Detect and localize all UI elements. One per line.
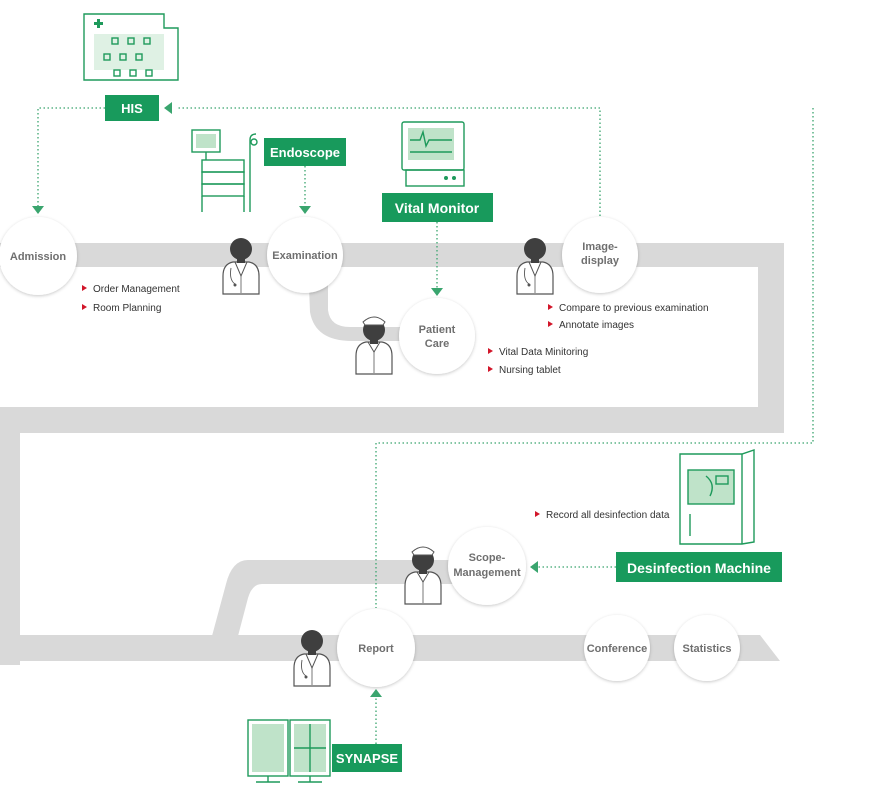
vital-monitor-badge: Vital Monitor: [382, 193, 493, 222]
node-conference-label: Conference: [587, 643, 648, 655]
admission-bullets: Order Management Room Planning: [82, 284, 180, 314]
node-patient-care-label-1: Patient: [419, 324, 456, 336]
node-report-label: Report: [358, 643, 394, 655]
endoscope-badge-label: Endoscope: [270, 145, 340, 160]
image-display-bullets: Compare to previous examination Annotate…: [548, 303, 709, 331]
bullet-marker: [82, 285, 87, 291]
node-image-display-label-2: display: [581, 255, 620, 267]
desinfection-connector: [530, 561, 616, 573]
node-examination: Examination: [267, 217, 343, 293]
bullet-item: Record all desinfection data: [546, 510, 670, 521]
his-connectors: [32, 102, 814, 608]
desinfection-cabinet-icon: [679, 449, 755, 545]
bullet-marker: [548, 321, 553, 327]
bullet-marker: [488, 348, 493, 354]
bullet-item: Annotate images: [559, 320, 634, 331]
endoscope-connector: [299, 166, 311, 214]
node-patient-care: Patient Care: [399, 298, 475, 374]
bullet-marker: [548, 304, 553, 310]
nurse-icon: [404, 546, 442, 605]
bullet-item: Room Planning: [93, 303, 161, 314]
node-report: Report: [337, 609, 415, 687]
patient-care-bullets: Vital Data Minitoring Nursing tablet: [488, 347, 588, 376]
node-admission-label: Admission: [10, 251, 67, 263]
synapse-badge-label: SYNAPSE: [336, 751, 398, 766]
node-scope-management: Scope- Management: [448, 527, 526, 605]
node-patient-care-label-2: Care: [425, 338, 449, 350]
workstation-monitors-icon: [247, 719, 331, 783]
node-examination-label: Examination: [272, 250, 338, 262]
bullet-item: Compare to previous examination: [559, 303, 709, 314]
node-scope-management-label-2: Management: [453, 567, 521, 579]
bullet-marker: [82, 304, 87, 310]
vital-monitor-connector: [431, 222, 443, 296]
hospital-building-icon: [83, 13, 179, 81]
his-badge-label: HIS: [121, 101, 143, 116]
desinfection-machine-badge-label: Desinfection Machine: [627, 560, 771, 576]
his-badge: HIS: [105, 95, 159, 121]
node-conference: Conference: [584, 615, 650, 681]
vital-monitor-badge-label: Vital Monitor: [395, 200, 480, 216]
node-image-display: Image- display: [562, 217, 638, 293]
nurse-icon: [355, 316, 393, 375]
node-image-display-label-1: Image-: [582, 241, 618, 253]
endoscopy-tower-icon: [191, 129, 258, 212]
desinfection-machine-badge: Desinfection Machine: [616, 552, 782, 582]
desinfection-bullets: Record all desinfection data: [535, 510, 670, 521]
endoscope-badge: Endoscope: [264, 138, 346, 166]
node-admission: Admission: [0, 217, 77, 295]
vital-monitor-icon: [401, 121, 465, 187]
node-statistics: Statistics: [674, 615, 740, 681]
synapse-connector: [370, 689, 382, 744]
synapse-badge: SYNAPSE: [332, 744, 402, 772]
bullet-marker: [488, 366, 493, 372]
bullet-item: Vital Data Minitoring: [499, 347, 588, 358]
bullet-item: Nursing tablet: [499, 365, 561, 376]
bullet-marker: [535, 511, 540, 517]
bullet-item: Order Management: [93, 284, 180, 295]
node-statistics-label: Statistics: [683, 643, 732, 655]
node-scope-management-label-1: Scope-: [469, 552, 506, 564]
